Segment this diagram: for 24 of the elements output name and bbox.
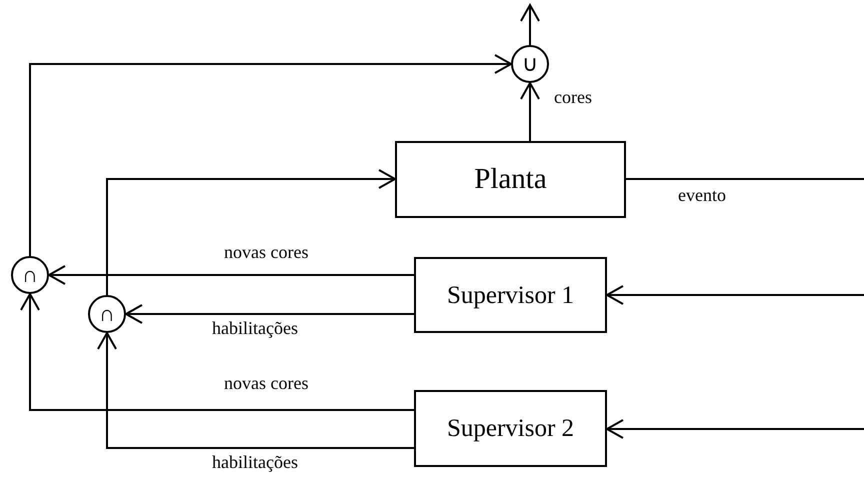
- arrow: [125, 304, 414, 324]
- box-label: Planta: [474, 165, 547, 194]
- arrow: [48, 265, 414, 285]
- operator-circle: [11, 256, 49, 294]
- arrow: [20, 293, 414, 411]
- arrow: [606, 285, 864, 305]
- operator-symbol: ∪: [522, 53, 538, 75]
- arrow: [97, 332, 414, 449]
- edge-label: habilitações: [210, 453, 300, 473]
- arrow: [106, 169, 396, 295]
- process-box: [414, 390, 607, 467]
- operator-circle: [88, 295, 126, 333]
- arrow: [606, 419, 864, 439]
- operator-circle: [511, 45, 549, 83]
- arrow: [29, 54, 512, 256]
- box-label: Supervisor 2: [446, 416, 574, 441]
- process-box: [395, 141, 626, 218]
- process-box: [414, 257, 607, 333]
- edge-label: habilitações: [210, 319, 300, 339]
- operator-symbol: ∩: [99, 303, 115, 325]
- operator-symbol: ∩: [22, 264, 38, 286]
- arrow: [520, 4, 540, 45]
- box-label: Supervisor 1: [446, 282, 574, 308]
- arrow: [520, 82, 540, 141]
